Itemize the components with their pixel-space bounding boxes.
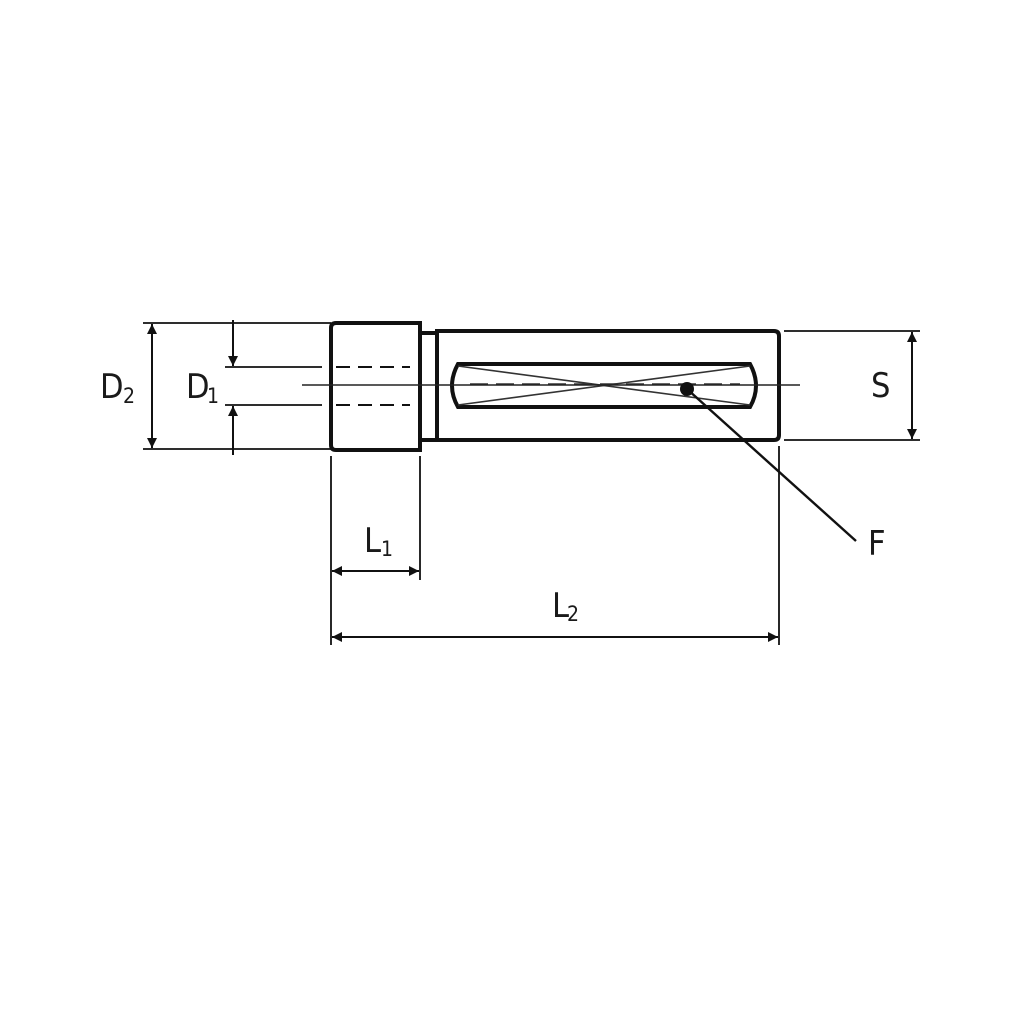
l1-label: L [364,521,381,561]
dimension-l1: L 1 [330,456,421,645]
dimension-s: S [784,330,920,441]
leader-f: F [680,382,886,564]
d1-label: D [186,367,210,407]
s-label: S [871,366,890,406]
d1-label-subscript: 1 [207,384,219,408]
dimension-d2: D 2 [100,322,331,450]
shank-flat-outline [450,362,758,409]
pin-neck-outline [418,331,439,442]
l1-label-subscript: 1 [381,537,393,561]
dimension-d1: D 1 [186,320,322,455]
pin-neck [418,331,439,442]
pin-head [329,321,422,452]
l2-label: L [552,586,569,626]
f-leader-line [686,388,857,542]
l2-label-subscript: 2 [567,602,579,626]
d2-label-subscript: 2 [123,384,135,408]
d2-label: D [100,367,124,407]
pin-head-outline [329,321,422,452]
f-label: F [868,524,886,564]
pin-shank-outline [435,329,781,442]
dimension-l2: L 2 [332,446,780,645]
